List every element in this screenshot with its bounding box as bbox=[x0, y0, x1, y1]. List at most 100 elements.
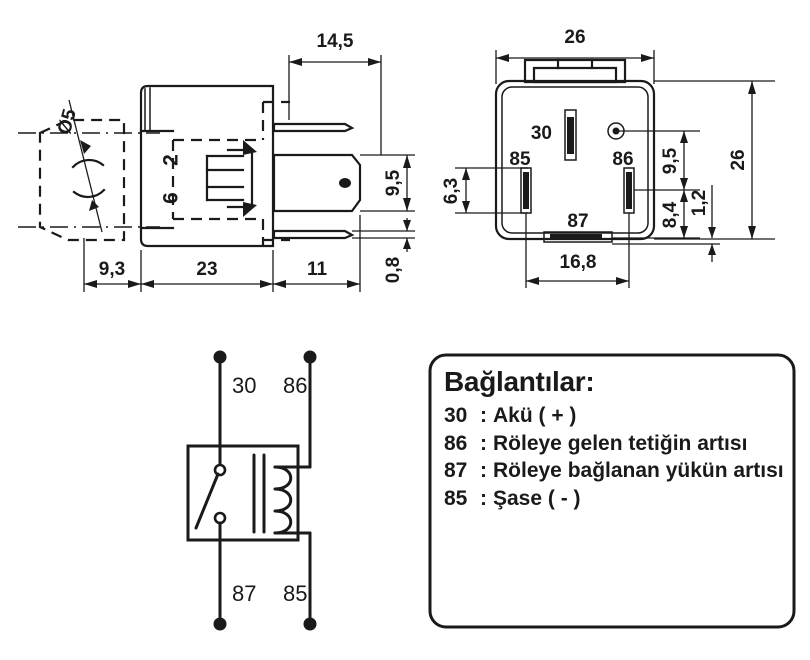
contact-hatching bbox=[205, 154, 245, 202]
legend-pin-85: 85 bbox=[444, 487, 468, 511]
terminal-slot-85-fill bbox=[523, 172, 529, 209]
arrow-23-right bbox=[260, 280, 273, 288]
arrow-9-3-right bbox=[128, 280, 141, 288]
legend-pin-86: 86 bbox=[444, 431, 468, 455]
terminal-slot-30-fill bbox=[567, 117, 574, 154]
connections-legend bbox=[428, 353, 796, 629]
legend-row-86: 86 : Röleye gelen tetiğin artısı bbox=[444, 430, 784, 458]
arrow-23-left bbox=[141, 280, 154, 288]
schematic-switch-arm bbox=[194, 472, 220, 530]
legend-title: Bağlantılar: bbox=[444, 366, 595, 397]
schematic-coil bbox=[273, 465, 293, 535]
terminal-label-85: 85 bbox=[509, 149, 531, 170]
arrow-h63-top bbox=[462, 168, 470, 180]
schematic-label-85: 85 bbox=[283, 581, 307, 606]
hole-arc-upper bbox=[71, 158, 105, 169]
dim-label-w168: 16,8 bbox=[560, 252, 597, 273]
hole-leader-arrow-lower bbox=[89, 200, 99, 211]
hole-leader-line bbox=[68, 99, 103, 233]
legend-pin-87: 87 bbox=[444, 459, 468, 483]
legend-row-85: 85 : Şase ( - ) bbox=[444, 485, 784, 513]
arrow-w26-left bbox=[496, 54, 509, 62]
relay-schematic: 30 87 86 85 bbox=[186, 350, 317, 631]
arrow-14-5-right bbox=[368, 58, 381, 66]
arrow-w168-right bbox=[616, 277, 629, 285]
arrow-w168-left bbox=[526, 277, 539, 285]
arrow-h84-bottom bbox=[680, 226, 688, 238]
arrow-11-right bbox=[347, 280, 360, 288]
top-tab-outer bbox=[523, 58, 627, 84]
side-view: Ø5 2 6 bbox=[18, 31, 415, 292]
dim-label-h12: 1,2 bbox=[689, 190, 710, 216]
body-left-tab bbox=[144, 87, 151, 131]
schematic-node-86 bbox=[303, 350, 317, 364]
dim-label-14-5: 14,5 bbox=[317, 31, 354, 52]
blade-terminal-lower bbox=[272, 229, 355, 240]
legend-text-85: Şase ( - ) bbox=[493, 487, 581, 511]
legend-box-border bbox=[428, 353, 796, 629]
contact-arrow-upper bbox=[243, 140, 257, 155]
arrow-h12-bottom bbox=[708, 244, 716, 255]
legend-text-86: Röleye gelen tetiğin artısı bbox=[493, 431, 748, 455]
dim-label-9-5: 9,5 bbox=[383, 169, 404, 196]
dim-label-23: 23 bbox=[196, 259, 217, 280]
terminal-label-30: 30 bbox=[531, 123, 552, 144]
schematic-node-87 bbox=[213, 617, 227, 631]
hole-arc-lower bbox=[72, 188, 106, 199]
arrow-11-left bbox=[273, 280, 286, 288]
terminal-label-87: 87 bbox=[567, 211, 588, 232]
arrow-14-5-left bbox=[289, 58, 302, 66]
arrow-0-8-top bbox=[403, 220, 411, 231]
internal-mark-6: 6 bbox=[160, 192, 183, 204]
dim-label-9-3: 9,3 bbox=[99, 259, 125, 280]
dim-label-h26: 26 bbox=[728, 149, 749, 170]
schematic-node-85 bbox=[303, 617, 317, 631]
schematic-label-86: 86 bbox=[283, 373, 307, 398]
terminal-slot-86-fill bbox=[626, 172, 632, 209]
schematic-label-30: 30 bbox=[232, 373, 256, 398]
dim-label-w26: 26 bbox=[564, 27, 585, 48]
terminal-slot-87-fill bbox=[550, 234, 602, 240]
schematic-node-30 bbox=[213, 350, 227, 364]
arrow-9-5-top bbox=[403, 155, 411, 168]
arrow-h95-bottom bbox=[680, 178, 688, 190]
schematic-relay-box bbox=[186, 444, 300, 542]
schematic-label-87: 87 bbox=[232, 581, 256, 606]
arrow-h63-bottom bbox=[462, 201, 470, 213]
top-tab-ribs bbox=[556, 58, 594, 70]
legend-sep-87: : bbox=[480, 459, 487, 483]
legend-sep-86: : bbox=[480, 431, 487, 455]
contact-arrow-lower bbox=[243, 202, 257, 217]
front-body-inner-outline bbox=[501, 86, 649, 234]
dim-label-11: 11 bbox=[307, 259, 328, 280]
legend-content: Bağlantılar: 30 : Akü ( + ) 86 : Röleye … bbox=[444, 365, 784, 513]
dim-label-0-8: 0,8 bbox=[383, 257, 404, 283]
hole-leader-arrow-upper bbox=[80, 140, 91, 154]
arrow-h26-bottom bbox=[748, 226, 756, 239]
blade-terminal-upper bbox=[272, 122, 355, 133]
blade-terminal-main bbox=[272, 153, 362, 213]
legend-sep-85: : bbox=[480, 487, 487, 511]
legend-text-87: Röleye bağlanan yükün artısı bbox=[493, 459, 784, 483]
terminal-label-86: 86 bbox=[612, 149, 633, 170]
arrow-0-8-bottom bbox=[403, 238, 411, 249]
arrow-h12-top bbox=[708, 227, 716, 238]
arrow-h84-top bbox=[680, 190, 688, 202]
legend-pin-30: 30 bbox=[444, 404, 468, 428]
arrow-9-3-left bbox=[84, 280, 97, 288]
contact-bracket-lower bbox=[226, 178, 254, 209]
terminal-slot-30-outline bbox=[564, 109, 577, 161]
dim-label-h63: 6,3 bbox=[441, 178, 462, 204]
front-view: 30 85 86 87 26 bbox=[441, 27, 775, 288]
arrow-h26-top bbox=[748, 81, 756, 94]
arrow-w26-right bbox=[641, 54, 654, 62]
contact-bracket-upper bbox=[226, 148, 254, 180]
dim-label-h84: 8,4 bbox=[660, 201, 681, 228]
legend-row-30: 30 : Akü ( + ) bbox=[444, 402, 784, 430]
legend-text-30: Akü ( + ) bbox=[493, 404, 577, 428]
relay-body-outline bbox=[139, 84, 275, 248]
legend-row-87: 87 : Röleye bağlanan yükün artısı bbox=[444, 457, 784, 485]
mounting-bracket-outline bbox=[38, 118, 126, 242]
